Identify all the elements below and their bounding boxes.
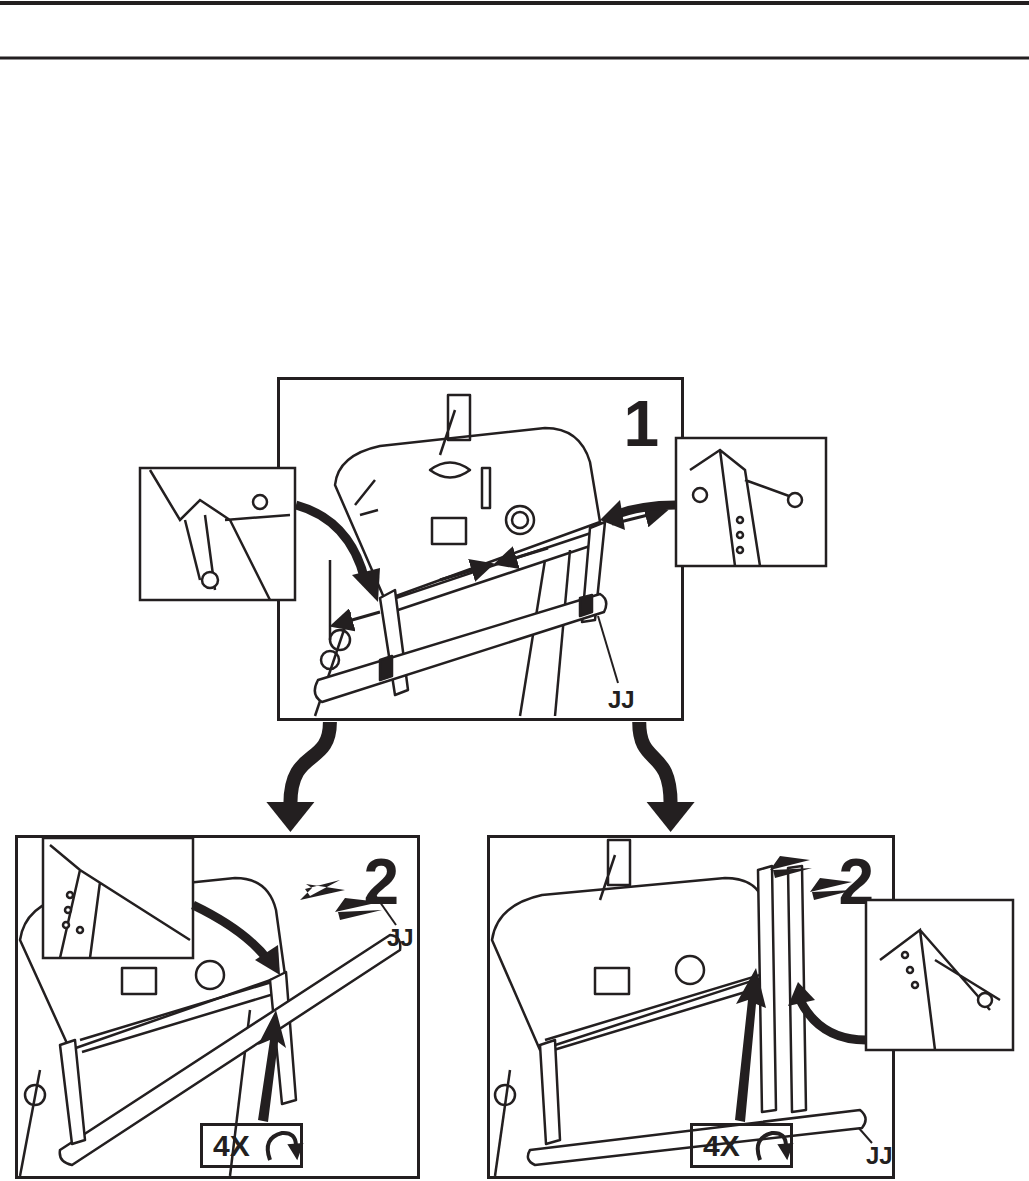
- part-label: JJ: [387, 925, 414, 951]
- count-box: 4X: [200, 1123, 303, 1168]
- console-drawing: [315, 395, 606, 716]
- step-arrow: [639, 722, 694, 832]
- arrow-shaft: [639, 722, 670, 804]
- leader-lines: [375, 616, 872, 1143]
- step-panel: 2 4X: [15, 835, 420, 1179]
- repeat-count: 4X: [693, 1126, 740, 1165]
- step-arrow: [266, 722, 330, 832]
- arrow-head: [647, 802, 695, 832]
- part-label: JJ: [608, 687, 635, 713]
- inset-arrows: [193, 505, 866, 1040]
- console-drawing: [492, 840, 866, 1176]
- inset-arrowheads: [255, 500, 815, 1006]
- count-box: 4X: [690, 1123, 793, 1168]
- repeat-count: 4X: [203, 1126, 250, 1165]
- detail-inset: [43, 438, 1013, 1050]
- arrow-head: [266, 802, 314, 832]
- console-drawing: [20, 878, 400, 1176]
- step-number: 1: [280, 380, 681, 456]
- arrow-shaft: [290, 722, 330, 804]
- motion-arrows: [735, 856, 854, 1122]
- motion-arrows: [338, 512, 660, 624]
- step-panel: 2 4X: [487, 835, 895, 1179]
- part-label: JJ: [866, 1143, 893, 1169]
- motion-arrows: [258, 880, 382, 1122]
- step-number: 2: [18, 838, 417, 914]
- header-rules: [0, 3, 1029, 58]
- step-panel: 1: [277, 377, 684, 721]
- step-number: 2: [490, 838, 892, 914]
